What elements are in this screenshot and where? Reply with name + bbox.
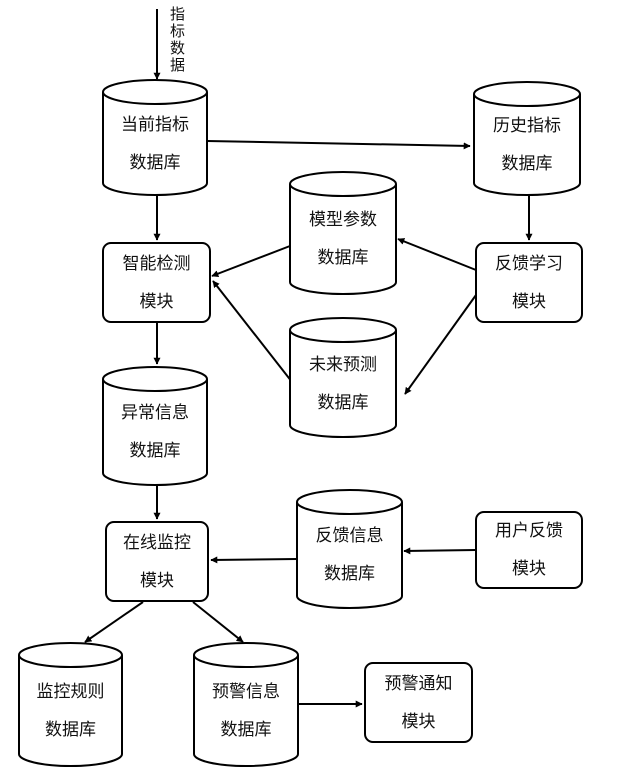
detect-module — [102, 242, 211, 323]
monitor-module-box — [105, 521, 209, 602]
anomaly-db — [102, 366, 208, 486]
user-feedback-module-box — [475, 511, 583, 589]
alert-db-cylinder-body — [193, 655, 299, 767]
monitor-module — [105, 521, 209, 602]
forecast-db-label-1: 未来预测 — [309, 354, 377, 375]
detect-module-label-1: 智能检测 — [122, 253, 191, 274]
user-feedback-module — [475, 511, 583, 589]
history-db-cylinder-top — [473, 81, 581, 107]
feedback-learn-module-box — [475, 242, 583, 323]
feedback-db — [296, 489, 403, 609]
forecast-db-cylinder-body — [289, 330, 397, 438]
detect-module-label-2: 模块 — [139, 291, 174, 312]
param-db-label-2: 数据库 — [317, 248, 369, 268]
feedback-db-label-2: 数据库 — [324, 564, 375, 584]
param-db-cylinder-body — [289, 184, 397, 295]
feedback-learn-module-label-1: 反馈学习 — [495, 253, 563, 274]
input-label: 指标数据 — [170, 5, 186, 74]
forecast-db-cylinder-top — [289, 317, 397, 343]
anomaly-db-label-1: 异常信息 — [121, 403, 189, 423]
history-db — [473, 81, 581, 196]
rule-db-label-2: 数据库 — [45, 719, 96, 740]
feedback-db-cylinder-top — [296, 489, 403, 515]
anomaly-db-label-2: 数据库 — [129, 441, 181, 461]
arrow-feedback-learn-module-to-param-db — [397, 238, 477, 271]
anomaly-db-cylinder-top — [102, 366, 208, 392]
user-feedback-module-label-2: 模块 — [512, 559, 546, 579]
forecast-db — [289, 317, 397, 438]
feedback-learn-module — [475, 242, 583, 323]
user-feedback-module-label-1: 用户反馈 — [495, 521, 563, 541]
notify-module-label-1: 预警通知 — [384, 673, 453, 694]
notify-module-label-2: 模块 — [401, 711, 436, 732]
current-db-cylinder-top — [102, 79, 208, 105]
rule-db-cylinder-body — [18, 655, 123, 767]
arrow-forecast-db-to-detect-module — [212, 280, 293, 383]
arrow-param-db-to-detect-module — [211, 245, 291, 278]
anomaly-db-cylinder-body — [102, 379, 208, 486]
notify-module — [364, 662, 473, 743]
arrow-user-feedback-module-to-feedback-db — [403, 547, 477, 555]
alert-db-label-1: 预警信息 — [212, 681, 280, 702]
arrow-feedback-db-to-monitor-module — [210, 556, 298, 564]
alert-db-cylinder-top — [193, 642, 299, 668]
monitor-module-label-1: 在线监控 — [123, 532, 191, 553]
current-db-label-2: 数据库 — [129, 152, 181, 173]
arrow-monitor-module-to-alert-db — [192, 601, 244, 643]
detect-module-box — [102, 242, 211, 323]
forecast-db-label-2: 数据库 — [317, 392, 369, 413]
current-db-label-1: 当前指标 — [121, 114, 189, 135]
history-db-cylinder-body — [473, 94, 581, 196]
param-db-label-1: 模型参数 — [309, 210, 377, 230]
arrow-feedback-learn-module-to-forecast-db — [404, 294, 477, 395]
rule-db-label-1: 监控规则 — [36, 681, 105, 702]
notify-module-box — [364, 662, 473, 743]
param-db-cylinder-top — [289, 171, 397, 197]
history-db-label-2: 数据库 — [501, 153, 553, 174]
arrow-monitor-module-to-rule-db — [84, 601, 144, 643]
rule-db-cylinder-top — [18, 642, 123, 668]
current-db-cylinder-body — [102, 92, 208, 196]
alert-db-label-2: 数据库 — [220, 719, 272, 740]
feedback-db-label-1: 反馈信息 — [315, 526, 384, 546]
feedback-learn-module-label-2: 模块 — [512, 291, 546, 312]
current-db — [102, 79, 208, 196]
param-db — [289, 171, 397, 295]
monitor-module-label-2: 模块 — [140, 570, 174, 591]
rule-db — [18, 642, 123, 767]
feedback-db-cylinder-body — [296, 502, 403, 609]
history-db-label-1: 历史指标 — [493, 115, 561, 136]
arrow-current-db-to-history-db — [206, 140, 471, 150]
alert-db — [193, 642, 299, 767]
